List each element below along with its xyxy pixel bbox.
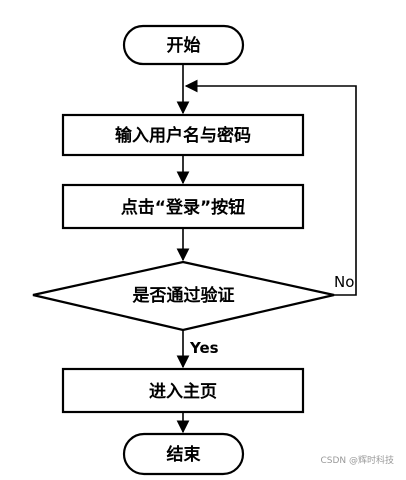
enter-home-label: 进入主页 — [149, 381, 217, 402]
yes-label: Yes — [189, 339, 219, 357]
input-credentials-label: 输入用户名与密码 — [115, 125, 251, 146]
connector-no-loop — [184, 79, 357, 296]
click-login-box — [61, 183, 305, 230]
verify-decision-label: 是否通过验证 — [133, 285, 235, 306]
start-terminal — [122, 24, 245, 66]
start-label: 开始 — [167, 35, 201, 56]
end-terminal — [122, 432, 245, 476]
watermark: CSDN @辉时科技 — [320, 456, 394, 466]
input-credentials-box — [61, 113, 305, 157]
click-login-label: 点击“登录”按钮 — [121, 197, 245, 218]
no-label: No — [334, 273, 354, 291]
end-label: 结束 — [167, 444, 201, 465]
enter-home-box — [61, 367, 305, 414]
verify-decision — [32, 260, 335, 332]
